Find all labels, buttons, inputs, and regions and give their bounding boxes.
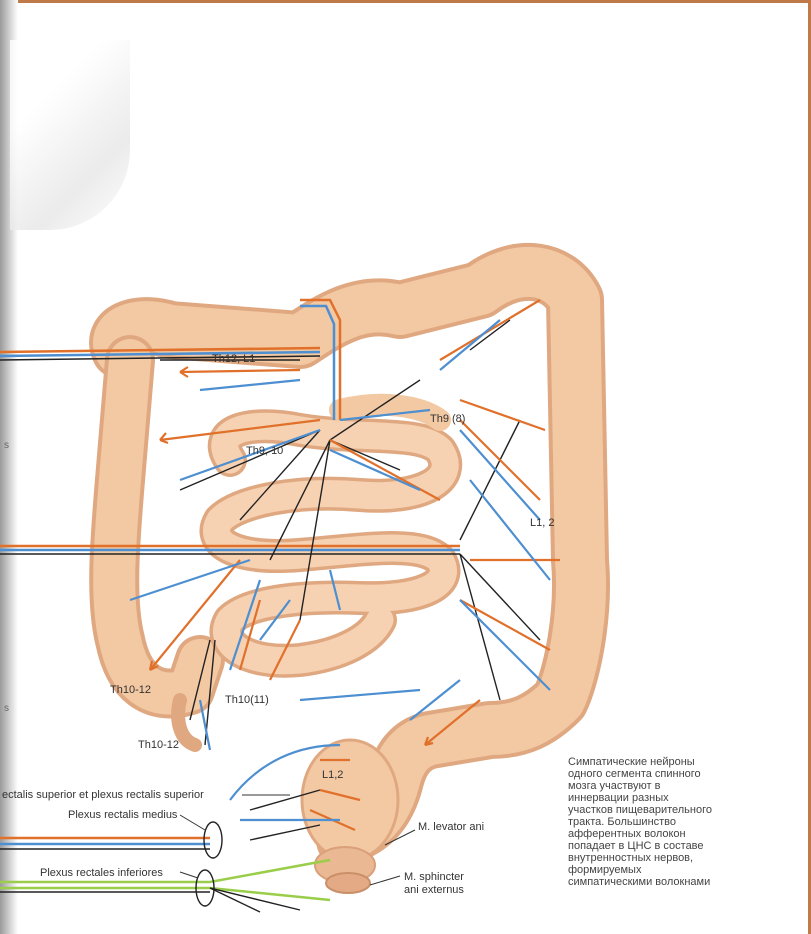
muscle-label: M. sphincter	[404, 871, 464, 883]
caption-line: афферентных волокон	[568, 828, 768, 840]
caption-line: мозга участвуют в	[568, 780, 768, 792]
ganglion-oval	[204, 822, 222, 858]
caption-line: попадает в ЦНС в составе	[568, 840, 768, 852]
segment-label: Th9 (8)	[430, 413, 465, 425]
caption-line: участков пищеварительного	[568, 804, 768, 816]
rectum	[302, 740, 398, 893]
caption-line: одного сегмента спинного	[568, 768, 768, 780]
segment-label: Th10-12	[138, 739, 179, 751]
segment-label: L1,2	[322, 769, 343, 781]
caption-line: формируемых	[568, 864, 768, 876]
caption-line: иннервации разных	[568, 792, 768, 804]
caption-line: тракта. Большинство	[568, 816, 768, 828]
muscle-label: M. levator ani	[418, 821, 484, 833]
plexus-label: Plexus rectales inferiores	[40, 867, 163, 879]
segment-label: Th10-12	[110, 684, 151, 696]
segment-label: L1, 2	[530, 517, 554, 529]
caption-line: симпатическими волокнами	[568, 876, 768, 888]
caption-line: Симпатические нейроны	[568, 756, 768, 768]
figure-caption: Симпатические нейроны одного сегмента сп…	[568, 756, 768, 888]
segment-label: Th9, 10	[246, 445, 283, 457]
caption-line: внутренностных нервов,	[568, 852, 768, 864]
segment-label: Th12, L1	[212, 353, 255, 365]
plexus-label: Plexus rectalis medius	[68, 809, 178, 821]
small-intestine	[217, 405, 446, 661]
plexus-label: ectalis superior et plexus rectalis supe…	[2, 789, 204, 801]
segment-label: Th10(11)	[225, 694, 269, 706]
muscle-label: ani externus	[404, 884, 464, 896]
